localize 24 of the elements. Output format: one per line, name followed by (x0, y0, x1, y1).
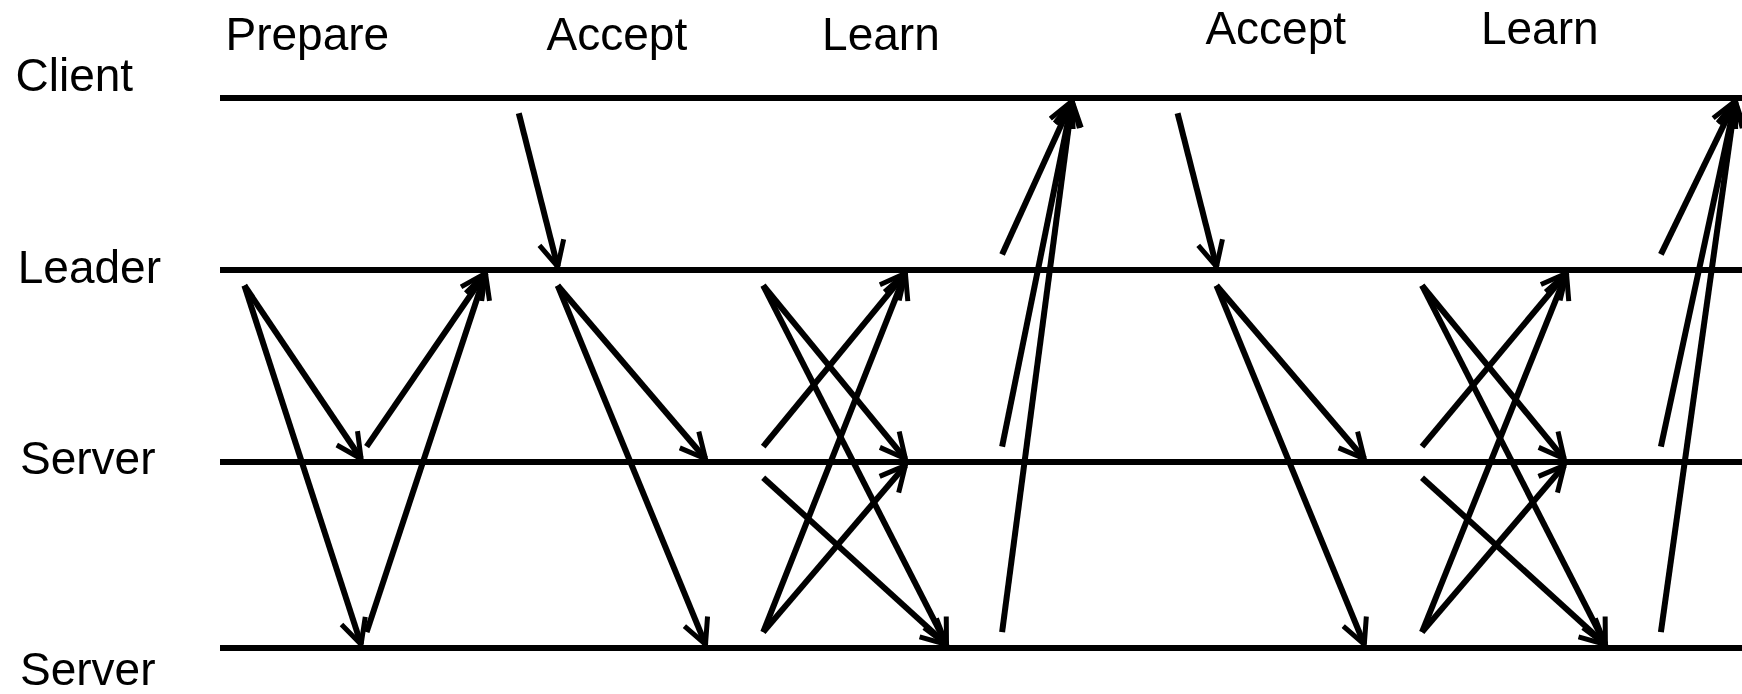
phase-label: Learn (1480, 3, 1599, 54)
message-arrow (1658, 98, 1739, 256)
message-arrow (1174, 112, 1225, 270)
message-arrow (1420, 475, 1608, 647)
lifeline-label: Server (20, 433, 156, 484)
lifeline-label: Client (15, 50, 134, 100)
message-arrow (999, 98, 1076, 256)
message-arrow (364, 270, 488, 449)
lifeline-label: Server (20, 644, 156, 694)
message-arrow (241, 284, 368, 647)
message-arrow (1657, 98, 1742, 633)
message-arrow (999, 98, 1084, 633)
lifeline-label: Leader (17, 242, 161, 293)
message-arrow (761, 475, 949, 647)
phase-label: Accept (1205, 3, 1347, 54)
message-arrow (515, 112, 567, 270)
phase-label: Accept (546, 8, 688, 59)
phase-label: Prepare (225, 8, 390, 59)
message-arrow (1213, 284, 1369, 647)
phase-label: Learn (822, 8, 940, 59)
message-arrow (760, 463, 908, 635)
message-arrow (554, 284, 711, 647)
message-arrow (363, 270, 492, 634)
message-arrow (1419, 463, 1567, 635)
